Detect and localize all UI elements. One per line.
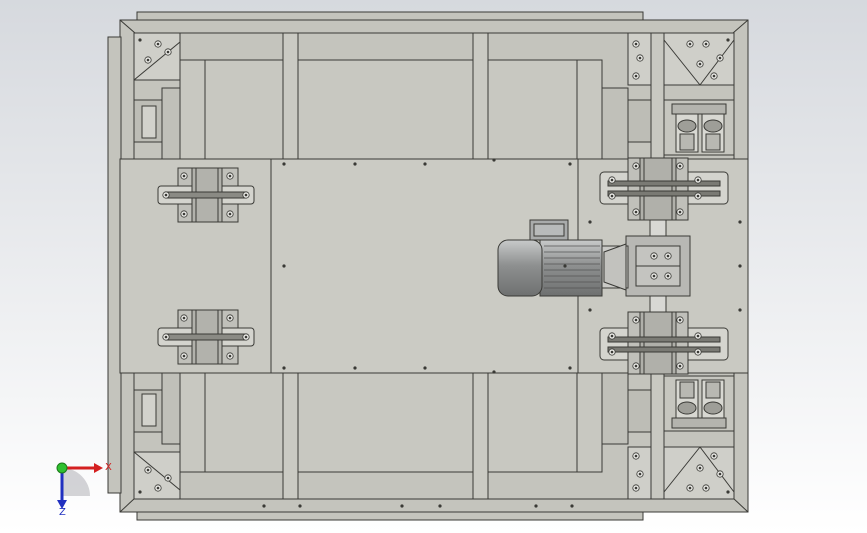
- left-edge-plate[interactable]: [107, 36, 122, 494]
- bearing-assembly-top-left[interactable]: [157, 167, 255, 223]
- origin-marker: [56, 462, 68, 474]
- corner-plate-br[interactable]: [663, 446, 735, 500]
- coordinate-triad: X Z: [56, 462, 112, 518]
- corner-plate-tl[interactable]: [133, 32, 181, 81]
- caster-assembly-bottom-right[interactable]: [663, 375, 735, 432]
- bearing-assembly-bottom-left[interactable]: [157, 309, 255, 365]
- frame-corner-tl: [119, 19, 136, 34]
- frame-corner-br: [732, 497, 749, 513]
- corner-plate-tr[interactable]: [663, 32, 735, 86]
- drive-shaft-lower[interactable]: [649, 293, 667, 313]
- electric-motor[interactable]: [497, 219, 603, 297]
- frame-corner-bl: [119, 497, 136, 513]
- corner-plate-bl[interactable]: [133, 451, 181, 500]
- wheel-bracket-tl[interactable]: [133, 87, 181, 161]
- wheel-bracket-br[interactable]: [601, 371, 652, 445]
- drive-shaft-upper[interactable]: [649, 219, 667, 239]
- wheel-bracket-bl[interactable]: [133, 371, 181, 445]
- caster-assembly-top-right[interactable]: [663, 99, 735, 156]
- gearbox[interactable]: [601, 235, 691, 297]
- wheel-bracket-tr[interactable]: [601, 87, 652, 161]
- frame-corner-tr: [732, 19, 749, 34]
- z-axis-label: Z: [59, 507, 66, 518]
- x-axis-label: X: [105, 462, 112, 473]
